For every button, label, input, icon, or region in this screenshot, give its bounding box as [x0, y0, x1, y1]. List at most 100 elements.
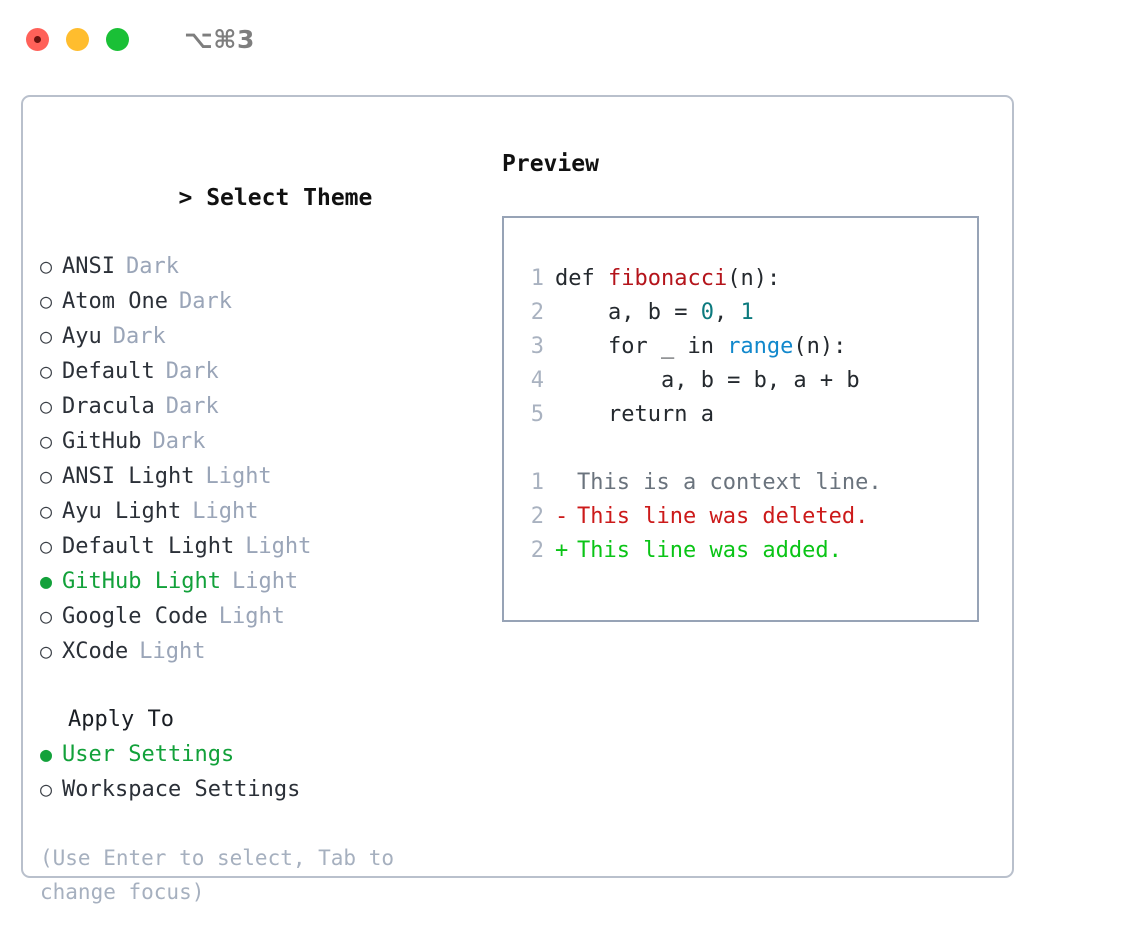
theme-option-dracula[interactable]: ○ Dracula Dark — [40, 389, 490, 424]
radio-unselected-icon: ○ — [40, 604, 53, 628]
theme-option-google-code[interactable]: ○ Google Code Light — [40, 599, 490, 634]
theme-option-label: Google Code — [62, 604, 208, 629]
theme-variant-tag: Dark — [125, 254, 179, 279]
code-token: for _ in — [555, 334, 728, 359]
theme-option-label: Dracula — [62, 394, 155, 419]
radio-unselected-icon: ○ — [40, 499, 53, 523]
apply-to-option-workspace-settings[interactable]: ○ Workspace Settings — [40, 772, 490, 807]
code-token: fibonacci — [607, 266, 728, 291]
theme-variant-tag: Light — [231, 569, 299, 594]
radio-unselected-icon: ○ — [40, 359, 53, 383]
title-bar: ⌥⌘3 — [0, 0, 1140, 78]
diff-line: 2 + This line was added. — [522, 534, 977, 568]
preview-title: Preview — [502, 151, 599, 177]
keyboard-shortcut-label: ⌥⌘3 — [184, 24, 255, 54]
theme-option-label: ANSI Light — [62, 464, 195, 489]
diff-sample: 1 This is a context line. 2-This line was … — [522, 466, 977, 568]
diff-text: This is a context line. — [577, 470, 882, 495]
theme-variant-tag: Light — [205, 464, 272, 489]
theme-option-label: Ayu — [62, 324, 102, 349]
theme-option-label: Ayu Light — [62, 499, 182, 524]
theme-option-xcode[interactable]: ○ XCode Light — [40, 634, 490, 669]
radio-selected-icon: ● — [40, 742, 53, 766]
code-line: 5 return a — [522, 398, 977, 432]
code-token: , — [713, 300, 741, 325]
apply-to-header: Apply To — [68, 707, 174, 732]
diff-marker: + — [555, 538, 569, 563]
diff-marker: - — [555, 504, 569, 529]
diff-line-number: 1 — [530, 470, 544, 495]
theme-variant-tag: Light — [245, 534, 312, 559]
apply-to-option-label: User Settings — [62, 742, 235, 767]
radio-unselected-icon: ○ — [40, 534, 53, 558]
diff-line: 2-This line was deleted. — [522, 500, 977, 534]
theme-variant-tag: Light — [218, 604, 285, 629]
code-token: 0 — [700, 300, 714, 325]
theme-option-default-light[interactable]: ○ Default Light Light — [40, 529, 490, 564]
code-token: range — [727, 334, 794, 359]
theme-option-ayu-light[interactable]: ○ Ayu Light Light — [40, 494, 490, 529]
diff-text: This line was added. — [577, 538, 842, 563]
apply-to-option-list: ● User Settings ○ Workspace Settings — [40, 737, 490, 807]
theme-option-label: GitHub Light — [62, 569, 221, 594]
radio-unselected-icon: ○ — [40, 324, 53, 348]
radio-unselected-icon: ○ — [40, 254, 53, 278]
code-line-number: 3 — [530, 334, 544, 359]
theme-option-github-light[interactable]: ● GitHub Light Light — [40, 564, 490, 599]
diff-line-number: 2 — [530, 504, 544, 529]
radio-unselected-icon: ○ — [40, 639, 53, 663]
list-spacer — [40, 669, 490, 703]
theme-variant-tag: Light — [192, 499, 259, 524]
code-token: (n): — [793, 334, 847, 359]
theme-variant-tag: Dark — [165, 359, 219, 384]
diff-line: 1 This is a context line. — [522, 466, 977, 500]
theme-option-label: XCode — [62, 639, 129, 664]
diff-text: This line was deleted. — [577, 504, 869, 529]
caret-icon: > — [178, 185, 193, 211]
code-line-number: 4 — [530, 368, 544, 393]
code-token: a, b = b, a + b — [555, 368, 860, 393]
theme-option-label: Atom One — [62, 289, 168, 314]
maximize-light-icon[interactable] — [106, 27, 129, 51]
theme-option-label: Default Light — [62, 534, 235, 559]
keyboard-hint-text: (Use Enter to select, Tab to change focu… — [40, 846, 395, 904]
apply-to-option-label: Workspace Settings — [62, 777, 301, 802]
code-token: (n): — [727, 266, 781, 291]
theme-option-label: ANSI — [62, 254, 115, 279]
diff-line-number: 2 — [530, 538, 544, 563]
code-line: 3 for _ in range(n): — [522, 330, 977, 364]
theme-variant-tag: Light — [139, 639, 206, 664]
code-token: a, b = — [555, 300, 701, 325]
radio-unselected-icon: ○ — [40, 777, 53, 801]
theme-variant-tag: Dark — [165, 394, 219, 419]
theme-option-ayu[interactable]: ○ Ayu Dark — [40, 319, 490, 354]
code-token: def — [555, 266, 608, 291]
code-line-number: 2 — [530, 300, 544, 325]
radio-selected-icon: ● — [40, 569, 53, 593]
code-line: 2 a, b = 0, 1 — [522, 296, 977, 330]
close-light-icon[interactable] — [26, 27, 49, 51]
code-token: return a — [555, 402, 714, 427]
minimize-light-icon[interactable] — [66, 27, 89, 51]
theme-variant-tag: Dark — [112, 324, 166, 349]
radio-unselected-icon: ○ — [40, 289, 53, 313]
theme-option-label: GitHub — [62, 429, 142, 454]
radio-unselected-icon: ○ — [40, 394, 53, 418]
theme-option-default[interactable]: ○ Default Dark — [40, 354, 490, 389]
radio-unselected-icon: ○ — [40, 429, 53, 453]
theme-option-ansi[interactable]: ○ ANSI Dark — [40, 249, 490, 284]
apply-to-option-user-settings[interactable]: ● User Settings — [40, 737, 490, 772]
theme-option-label: Default — [62, 359, 155, 384]
select-theme-header: > Select Theme — [40, 147, 490, 249]
